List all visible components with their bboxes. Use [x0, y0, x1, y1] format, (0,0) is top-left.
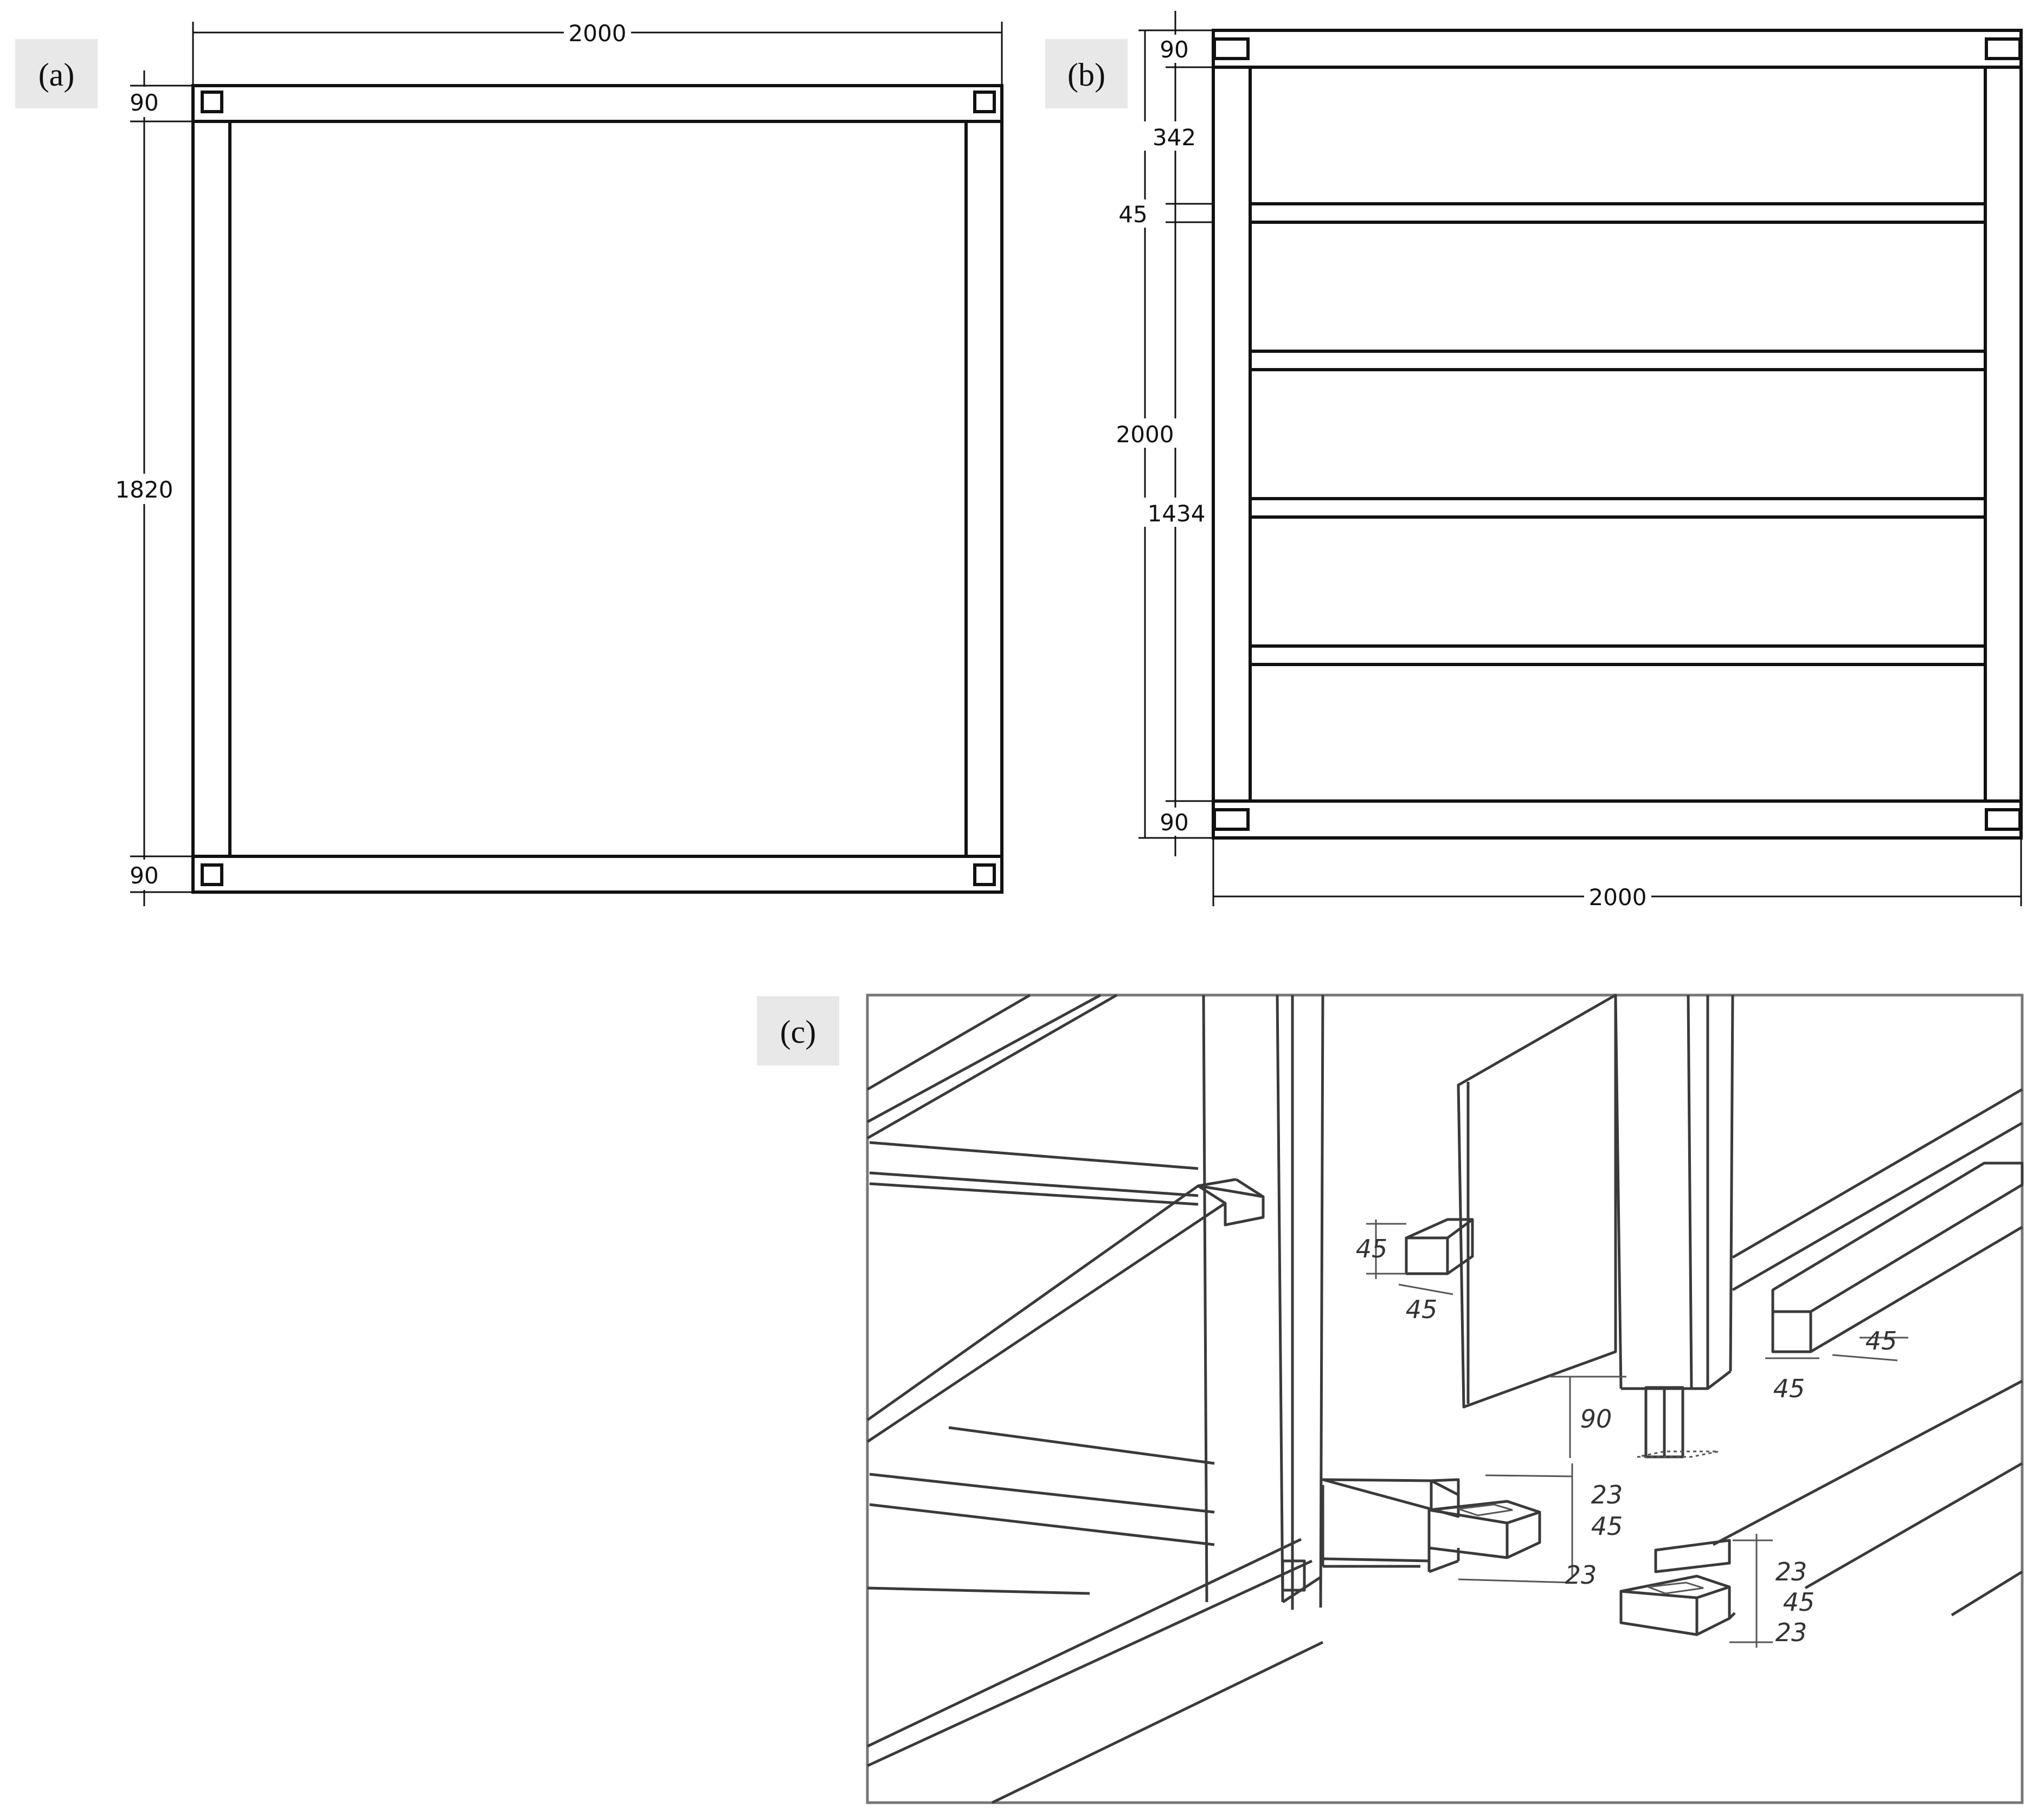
panel-b-label-box	[1045, 39, 1128, 108]
panel-b-tenon-top-left	[1213, 37, 1250, 60]
panel-a-width-label: 2000	[569, 20, 627, 47]
panel-b-outer-frame	[1212, 29, 2023, 840]
panel-c: (c)	[757, 993, 2024, 1804]
panel-c-frame	[866, 993, 2024, 1804]
panel-c-joint-1	[1321, 1478, 1541, 1573]
panel-b-inner-height-label: 1434	[1148, 500, 1206, 527]
panel-c-right-rails	[1712, 1088, 2024, 1617]
panel-b-tenon-top-right	[1985, 37, 2022, 60]
panel-b-tenon-bottom-left	[1213, 808, 1250, 831]
panel-a-post-top-left	[201, 91, 223, 113]
panel-b-total-height-label: 2000	[1116, 421, 1174, 448]
panel-a-post-top-right	[973, 91, 996, 113]
panel-a-top-beam-label: 90	[130, 89, 158, 116]
panel-a-height-label: 1820	[115, 476, 173, 503]
panel-b-slat-3	[1249, 497, 1987, 519]
panel-a-label: (a)	[38, 57, 75, 93]
panel-b-bottom-beam-label: 90	[1160, 809, 1188, 836]
panel-c-joint1-bot-label: 23	[1565, 1560, 1597, 1590]
panel-c-slat-width-label: 45	[1406, 1295, 1438, 1324]
panel-b: (b) 90 342 45 2000	[1045, 11, 2023, 911]
panel-a-post-bottom-right	[973, 863, 996, 886]
panel-c-main-post	[1614, 995, 1734, 1458]
panel-b-tenon-bottom-right	[1985, 808, 2022, 831]
panel-a-label-box	[15, 39, 98, 108]
panel-b-slat-2	[1249, 350, 1987, 371]
panel-c-slat-height-label: 45	[1356, 1234, 1388, 1263]
panel-b-slat-label: 45	[1118, 201, 1147, 228]
panel-c-joint1-top-label: 23	[1591, 1480, 1623, 1509]
panel-a-outer-frame	[191, 84, 1003, 894]
panel-c-rail-height-label: 45	[1865, 1326, 1897, 1356]
panel-b-label: (b)	[1067, 57, 1105, 93]
panel-a-post-bottom-left	[201, 863, 223, 886]
panel-c-joint2-top-label: 23	[1775, 1557, 1807, 1586]
panel-b-top-gap-label: 342	[1153, 124, 1196, 151]
panel-c-tenon-label: 90	[1580, 1404, 1612, 1434]
panel-a-bottom-beam-label: 90	[130, 862, 158, 889]
panel-c-board	[1457, 993, 1617, 1409]
panel-b-width-label: 2000	[1589, 884, 1647, 911]
panel-c-dimensions: 45 45 45 45 90 23 45 23 23 45	[1356, 1219, 1908, 1648]
panel-c-label: (c)	[780, 1014, 816, 1050]
panel-c-left-frame	[866, 993, 1324, 1804]
panel-c-joint1-mid-label: 45	[1591, 1512, 1623, 1541]
panel-c-joint-2	[1619, 1539, 1736, 1636]
panel-a: (a) 2000 90 1820 90	[15, 20, 1003, 906]
panel-b-top-beam-label: 90	[1160, 36, 1188, 63]
panel-c-joint2-mid-label: 45	[1783, 1587, 1815, 1617]
panel-b-slat-1	[1249, 202, 1987, 224]
panel-c-joint2-bot-label: 23	[1775, 1618, 1807, 1647]
panel-b-slat-4	[1249, 644, 1987, 666]
panel-c-label-box	[757, 996, 839, 1066]
panel-c-rail-width-label: 45	[1773, 1374, 1805, 1403]
